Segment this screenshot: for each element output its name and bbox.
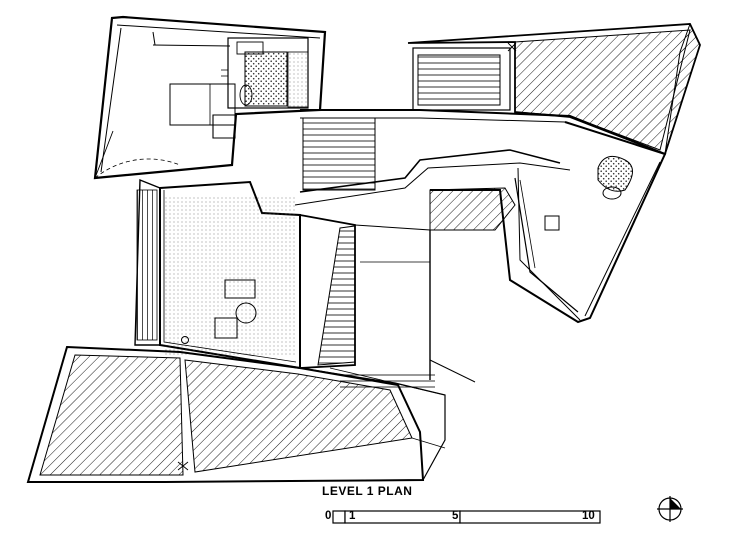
north-arrow-icon: [657, 496, 683, 522]
upper-left-wing: [93, 15, 327, 180]
upper-right-deck: [407, 22, 701, 156]
scale-label-10: 10: [582, 510, 595, 522]
dining-table: [224, 279, 256, 299]
lower-deck: [26, 345, 446, 483]
storage-stack: [417, 54, 501, 106]
chair: [214, 317, 238, 339]
site-line: [429, 359, 476, 383]
stair: [302, 117, 376, 191]
central-hall: [134, 178, 431, 380]
armchair: [544, 215, 560, 231]
bed: [169, 83, 236, 126]
round-table: [235, 302, 257, 324]
toilet-icon: [239, 84, 253, 106]
scale-bar: [332, 510, 601, 524]
stair-corridor: [294, 109, 666, 206]
scale-label-0: 0: [325, 510, 332, 522]
living-area: [429, 121, 667, 324]
scale-label-1: 1: [349, 510, 356, 522]
drawing-title: LEVEL 1 PLAN: [322, 484, 413, 498]
scale-label-5: 5: [452, 510, 459, 522]
shower-tile-floor: [244, 51, 288, 107]
